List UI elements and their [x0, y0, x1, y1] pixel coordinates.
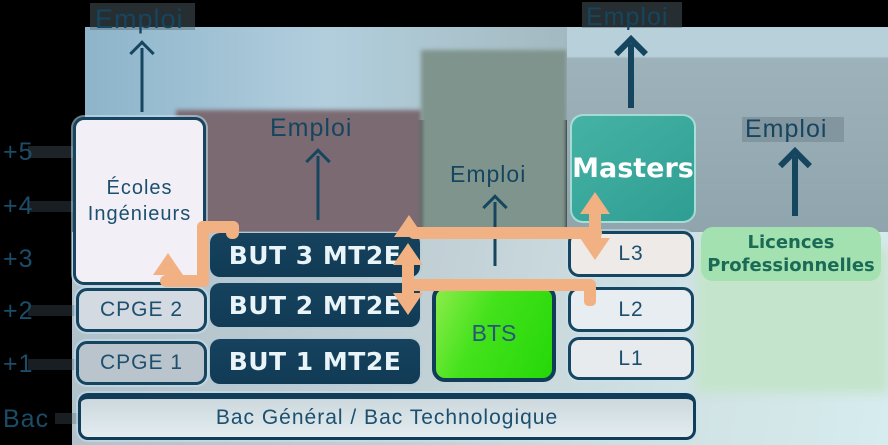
box-bac-general-technologique: Bac Général / Bac Technologique [78, 393, 696, 440]
bg-streak [742, 117, 844, 142]
bg-patch-mauve [176, 110, 422, 236]
box-but3-mt2e: BUT 3 MT2E [210, 233, 420, 277]
bridge-arrowhead-down-l3 [580, 238, 610, 260]
emploi-label-licences: Emploi [745, 115, 828, 143]
arrow-head [482, 194, 508, 220]
licences-label: Licences Professionnelles [707, 231, 875, 278]
bridge-arrowhead-up-but3but2 [393, 243, 423, 265]
bridge-but3-ecoles-bottom [160, 275, 209, 287]
bg-streak [582, 2, 682, 28]
level-label-plus1: +1 [3, 350, 34, 378]
bridge-but3-l3-bar [408, 227, 602, 239]
emploi-label-ecoles: Emploi [95, 4, 184, 34]
box-but1-mt2e: BUT 1 MT2E [210, 339, 420, 384]
licences-line2: Professionnelles [707, 255, 875, 276]
up-arrow-icon [304, 148, 332, 220]
bg-streak [90, 3, 195, 30]
level-label-plus2: +2 [3, 297, 34, 325]
arrow-shaft [316, 156, 320, 220]
bg-streak [28, 359, 118, 370]
arrow-shaft [140, 48, 144, 112]
box-cpge1: CPGE 1 [76, 341, 207, 385]
box-ecoles-ingenieurs: Écoles Ingénieurs [73, 117, 206, 285]
emploi-label-but: Emploi [270, 114, 353, 142]
up-arrow-icon [614, 35, 648, 108]
arrow-shaft [628, 44, 634, 108]
level-label-plus4: +4 [3, 192, 34, 220]
arrow-head [129, 40, 155, 66]
up-arrow-icon [128, 40, 156, 112]
arrow-head [778, 147, 812, 181]
box-l1: L1 [568, 337, 694, 380]
bridge-arrowhead-down-but3but2 [393, 293, 423, 315]
bridge-but3-ecoles-leg [197, 221, 209, 287]
arrow-head [614, 35, 648, 69]
level-label-plus5: +5 [3, 138, 34, 166]
ecoles-line2: Ingénieurs [87, 203, 192, 225]
bridge-but2-l2-hook [584, 281, 596, 306]
bridge-but2-l2-bar [408, 279, 596, 291]
level-label-plus3: +3 [3, 245, 34, 273]
bridge-arrowhead-up-ecoles [153, 253, 183, 275]
arrow-shaft [792, 156, 798, 216]
arrow-head [305, 148, 331, 174]
emploi-label-masters: Emploi [586, 3, 669, 31]
box-but2-mt2e: BUT 2 MT2E [210, 283, 420, 327]
ecoles-label: Écoles Ingénieurs [88, 175, 191, 227]
bridge-masters-l3-shaft [589, 205, 601, 247]
licences-line1: Licences [747, 231, 835, 253]
bridge-arrowhead-up-masters [580, 192, 610, 214]
box-bts: BTS [432, 285, 556, 382]
bridge-arrowhead-up-but3 [394, 215, 424, 237]
up-arrow-icon [778, 147, 812, 216]
level-label-bac: Bac [3, 405, 50, 433]
bridge-but3-but2-shaft [402, 254, 414, 304]
ecoles-line1: Écoles [106, 177, 173, 199]
emploi-label-bts: Emploi [450, 161, 527, 187]
box-cpge2: CPGE 2 [76, 288, 207, 332]
box-licences-professionnelles: Licences Professionnelles [701, 227, 881, 281]
